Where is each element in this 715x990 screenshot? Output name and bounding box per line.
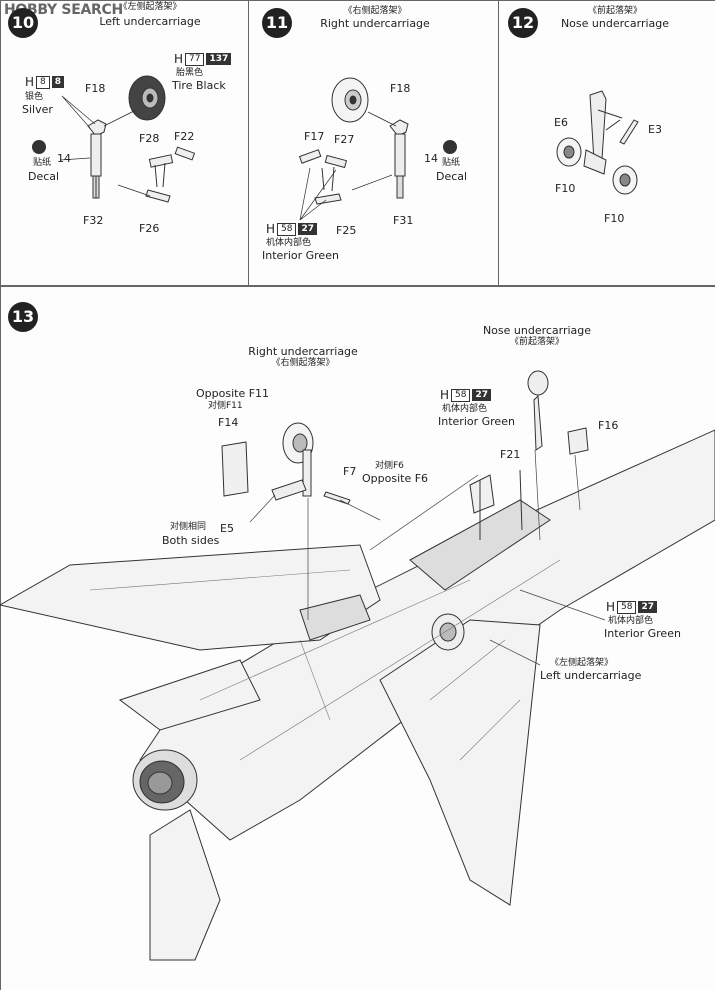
step12-part-f10-left: F10 xyxy=(555,182,576,195)
step13-part-f7: F7 xyxy=(343,465,357,478)
step11-title-en: Right undercarriage xyxy=(320,17,430,30)
step10-decal-en: Decal xyxy=(28,170,60,183)
paint-code-2: 27 xyxy=(638,601,658,613)
step10-paint-h77: H 77 137 xyxy=(174,52,232,66)
decal-icon xyxy=(32,140,46,154)
paint-code-1: 58 xyxy=(617,600,637,614)
step11-part-f27: F27 xyxy=(334,133,355,146)
paint-code-1: 8 xyxy=(36,75,50,89)
step11-strut xyxy=(389,119,409,199)
step10-title-en: Left undercarriage xyxy=(99,15,201,28)
paint-code-1: 77 xyxy=(185,52,205,66)
step10-tireblack-cn: 胎黑色 xyxy=(176,68,204,78)
step10-retract-arms xyxy=(145,146,196,203)
step11-paint-cn: 机体内部色 xyxy=(266,238,312,248)
step13-part-f16: F16 xyxy=(598,419,619,432)
step11-decal-en: Decal xyxy=(436,170,468,183)
paint-h: H xyxy=(174,52,184,66)
paint-code-2: 137 xyxy=(206,53,232,65)
step13-opposite-f6-cn: 对侧F6 xyxy=(375,461,404,471)
step11-decal-cn: 贴纸 xyxy=(442,158,461,168)
step13-part-f14: F14 xyxy=(218,416,239,429)
step13-nose-uc-en: Nose undercarriage xyxy=(482,324,592,337)
panel-lines xyxy=(89,559,561,761)
step11-title-cn: 《右侧起落架》 xyxy=(343,6,407,16)
step13-right-uc-en: Right undercarriage xyxy=(248,345,358,358)
paint-code-1: 58 xyxy=(277,222,297,236)
step-12-number: 12 xyxy=(508,8,538,38)
step13-paint-upper-en: Interior Green xyxy=(438,415,515,428)
step10-tireblack-en: Tire Black xyxy=(172,79,226,92)
step12-part-e6: E6 xyxy=(554,116,568,129)
step11-part-f17: F17 xyxy=(304,130,325,143)
paint-h: H xyxy=(606,600,616,614)
step13-part-f21: F21 xyxy=(500,448,521,461)
step11-paint-en: Interior Green xyxy=(262,249,339,262)
step10-part-f28: F28 xyxy=(139,132,160,145)
step-13-number: 13 xyxy=(8,302,38,332)
step13-left-uc-cn: 《左侧起落架》 xyxy=(550,658,614,668)
step13-paint-lower-en: Interior Green xyxy=(604,627,681,640)
step10-paint-h8: H 8 8 xyxy=(25,75,65,89)
step11-part-f18: F18 xyxy=(390,82,411,95)
step-10-number: 10 xyxy=(8,8,38,38)
paint-h: H xyxy=(25,75,35,89)
step-11-panel xyxy=(248,0,499,286)
step13-paint-upper-cn: 机体内部色 xyxy=(442,404,488,414)
step13-right-uc-cn: 《右侧起落架》 xyxy=(271,358,335,368)
step10-decal-number: 14 xyxy=(57,152,71,165)
step-12-panel xyxy=(498,0,715,286)
step10-part-f22: F22 xyxy=(174,130,195,143)
step13-right-gear xyxy=(271,422,351,505)
step13-part-e5: E5 xyxy=(220,522,234,535)
paint-code-2: 8 xyxy=(51,76,65,88)
step13-paint-lower-cn: 机体内部色 xyxy=(608,616,654,626)
step10-title-cn: 《左侧起落架》 xyxy=(118,2,182,12)
step13-nose-uc-cn: 《前起落架》 xyxy=(509,337,564,347)
step12-part-f10-right: F10 xyxy=(604,212,625,225)
guide-lines xyxy=(249,449,606,666)
step13-opposite-f11-cn: 对侧F11 xyxy=(208,401,243,411)
decal-icon xyxy=(443,140,457,154)
step11-paint: H 58 27 xyxy=(266,222,318,236)
step11-decal-number: 14 xyxy=(424,152,438,165)
paint-code-2: 27 xyxy=(472,389,492,401)
step11-tire xyxy=(331,77,369,123)
step13-paint-lower: H 58 27 xyxy=(606,600,658,614)
step13-opposite-f6-en: Opposite F6 xyxy=(362,472,429,485)
step11-part-f25: F25 xyxy=(336,224,357,237)
step13-door-f14 xyxy=(221,441,249,497)
step12-title-en: Nose undercarriage xyxy=(560,17,670,30)
step10-decal-cn: 贴纸 xyxy=(33,158,52,168)
step12-part-e3: E3 xyxy=(648,123,662,136)
paint-code-1: 58 xyxy=(451,388,471,402)
step10-part-f18: F18 xyxy=(85,82,106,95)
step12-nose-gear xyxy=(556,90,639,195)
aircraft-airframe xyxy=(0,429,715,961)
paint-code-2: 27 xyxy=(298,223,318,235)
step12-title-cn: 《前起落架》 xyxy=(587,6,642,16)
paint-h: H xyxy=(266,222,276,236)
step10-part-f26: F26 xyxy=(139,222,160,235)
step13-left-uc-en: Left undercarriage xyxy=(540,669,642,682)
step10-tire xyxy=(128,75,166,121)
step10-part-f32: F32 xyxy=(83,214,104,227)
step11-retract-arms xyxy=(298,149,348,205)
paint-h: H xyxy=(440,388,450,402)
step13-both-sides-en: Both sides xyxy=(162,534,220,547)
step10-silver-cn: 银色 xyxy=(25,92,44,102)
step13-both-sides-cn: 对侧相同 xyxy=(170,522,207,532)
step13-nose-gear xyxy=(469,370,589,540)
step13-opposite-f11-en: Opposite F11 xyxy=(196,387,270,400)
step10-strut xyxy=(87,119,107,199)
step-11-number: 11 xyxy=(262,8,292,38)
step10-silver-en: Silver xyxy=(22,103,53,116)
step13-paint-upper: H 58 27 xyxy=(440,388,492,402)
step11-part-f31: F31 xyxy=(393,214,414,227)
